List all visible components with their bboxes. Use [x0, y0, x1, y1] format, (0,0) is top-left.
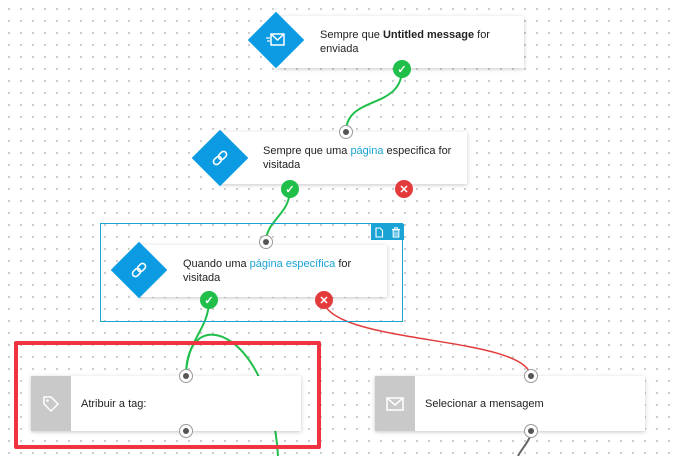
select-message-label: Selecionar a mensagem	[425, 397, 544, 410]
output-port[interactable]	[524, 424, 538, 438]
action-node-select-message[interactable]: Selecionar a mensagem	[375, 376, 645, 431]
tag-icon	[31, 376, 71, 431]
copy-icon[interactable]	[374, 226, 384, 238]
condition-node-page-visit[interactable]: Quando uma página específica for visitad…	[138, 245, 387, 297]
input-port[interactable]	[524, 369, 538, 383]
connector-trigger-to-page	[345, 68, 403, 133]
assign-tag-label: Atribuir a tag:	[81, 397, 147, 410]
trigger-node-label: Sempre que Untitled message for enviada	[320, 29, 490, 55]
input-port[interactable]	[339, 125, 353, 139]
yes-check-icon[interactable]: ✓	[200, 291, 218, 309]
link-icon	[191, 129, 249, 187]
yes-check-icon[interactable]: ✓	[393, 60, 411, 78]
selected-node-outline	[100, 223, 403, 322]
highlight-box	[14, 341, 321, 449]
envelope-icon	[375, 376, 415, 431]
no-x-icon[interactable]: ✕	[315, 291, 333, 309]
input-port[interactable]	[259, 235, 273, 249]
page-link[interactable]: página	[350, 145, 384, 157]
envelope-icon	[247, 11, 305, 69]
condition-label: Quando uma página específica for visitad…	[183, 258, 352, 284]
trigger-node-page-visit[interactable]: Sempre que uma página especifica for vis…	[219, 132, 467, 184]
no-x-icon[interactable]: ✕	[395, 180, 413, 198]
node-toolbar	[371, 224, 404, 240]
specific-page-link[interactable]: página específica	[249, 258, 336, 270]
trash-icon[interactable]	[391, 226, 401, 238]
trigger-node-message-sent[interactable]: Sempre que Untitled message for enviada	[276, 16, 524, 68]
page-visit-trigger-label: Sempre que uma página especifica for vis…	[263, 145, 452, 171]
link-icon	[110, 241, 168, 299]
yes-check-icon[interactable]: ✓	[281, 180, 299, 198]
